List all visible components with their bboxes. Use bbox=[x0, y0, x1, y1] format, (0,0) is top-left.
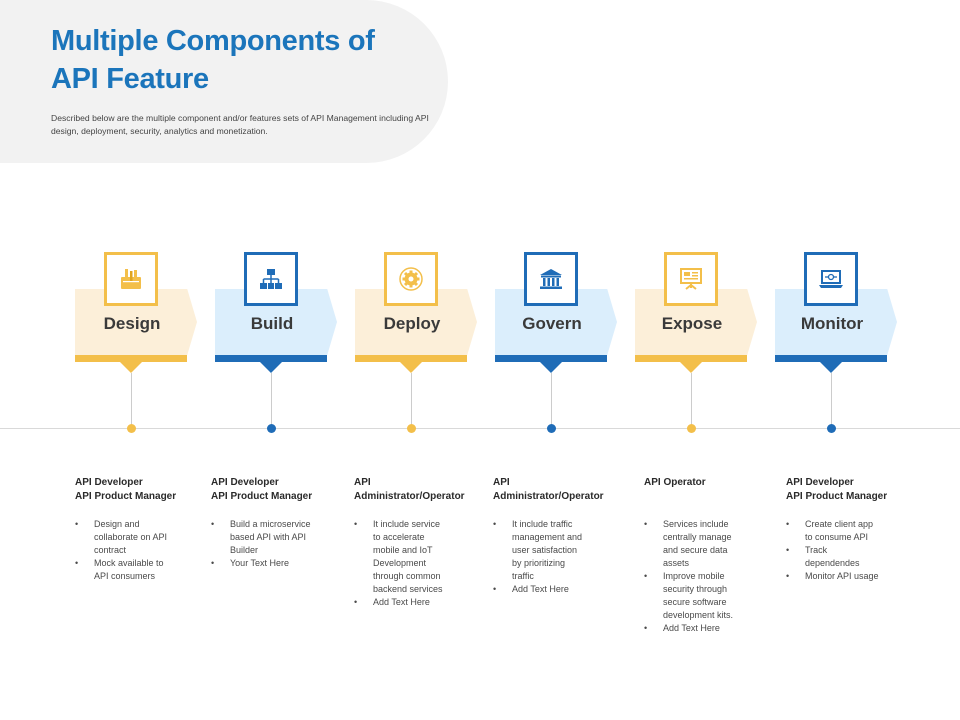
stage-label: Monitor bbox=[800, 314, 864, 333]
laptop-monitor-icon bbox=[804, 252, 858, 306]
bullet-item: Monitor API usage bbox=[786, 570, 916, 583]
stage-connector bbox=[131, 373, 132, 428]
header-background bbox=[0, 0, 448, 163]
design-tools-icon bbox=[104, 252, 158, 306]
role-text: API Developer API Product Manager bbox=[786, 477, 888, 502]
page-title: Multiple Components of API Feature bbox=[51, 25, 375, 95]
stage-label: Deploy bbox=[383, 314, 441, 333]
stage-expose: Expose bbox=[634, 252, 774, 442]
stage-notch bbox=[820, 362, 842, 373]
gear-icon bbox=[384, 252, 438, 306]
stage-bar bbox=[495, 355, 607, 362]
stage-bar bbox=[635, 355, 747, 362]
stage-connector bbox=[411, 373, 412, 428]
bullet-item: Design and collaborate on API contract bbox=[75, 518, 205, 557]
role-text: API Operator bbox=[644, 477, 706, 488]
hierarchy-icon bbox=[244, 252, 298, 306]
stage-label: Build bbox=[250, 314, 294, 333]
timeline-dot bbox=[687, 424, 696, 433]
timeline-dot bbox=[127, 424, 136, 433]
stage-label: Govern bbox=[522, 314, 582, 333]
role-text: API Administrator/Operator bbox=[354, 477, 465, 502]
page-subtitle: Described below are the multiple compone… bbox=[51, 113, 429, 136]
stage-notch bbox=[120, 362, 142, 373]
stage-detail-govern: API Administrator/Operator It include tr… bbox=[493, 476, 623, 596]
stage-build: Build bbox=[214, 252, 354, 442]
timeline-dot bbox=[827, 424, 836, 433]
stage-connector bbox=[691, 373, 692, 428]
role-text: API Administrator/Operator bbox=[493, 477, 604, 502]
bullet-item: It include service to accelerate mobile … bbox=[354, 518, 484, 596]
stage-notch bbox=[540, 362, 562, 373]
timeline-dot bbox=[267, 424, 276, 433]
bullet-item: Track dependendes bbox=[786, 544, 916, 570]
timeline-dot bbox=[547, 424, 556, 433]
bullet-item: Add Text Here bbox=[644, 622, 774, 635]
stage-notch bbox=[680, 362, 702, 373]
stage-bar bbox=[215, 355, 327, 362]
bullet-item: Improve mobile security through secure s… bbox=[644, 570, 774, 622]
bullet-list: Build a microservice based API with API … bbox=[211, 518, 341, 570]
stage-detail-monitor: API Developer API Product Manager Create… bbox=[786, 476, 916, 583]
bullet-item: Your Text Here bbox=[211, 557, 341, 570]
presentation-board-icon bbox=[664, 252, 718, 306]
bullet-list: It include service to accelerate mobile … bbox=[354, 518, 484, 609]
timeline-line bbox=[0, 428, 960, 429]
stage-notch bbox=[400, 362, 422, 373]
stage-deploy: Deploy bbox=[354, 252, 494, 442]
stage-govern: Govern bbox=[494, 252, 634, 442]
bullet-list: It include traffic management and user s… bbox=[493, 518, 623, 596]
stage-design: Design bbox=[74, 252, 214, 442]
bullet-list: Design and collaborate on API contract M… bbox=[75, 518, 205, 583]
stage-connector bbox=[831, 373, 832, 428]
bank-icon bbox=[524, 252, 578, 306]
stage-detail-build: API Developer API Product Manager Build … bbox=[211, 476, 341, 570]
stage-bar bbox=[775, 355, 887, 362]
role-text: API Developer API Product Manager bbox=[211, 477, 313, 502]
bullet-item: Add Text Here bbox=[354, 596, 484, 609]
timeline-dot bbox=[407, 424, 416, 433]
stage-connector bbox=[551, 373, 552, 428]
bullet-item: Add Text Here bbox=[493, 583, 623, 596]
bullet-list: Create client app to consume API Track d… bbox=[786, 518, 916, 583]
stage-bar bbox=[355, 355, 467, 362]
stage-detail-expose: API Operator Services include centrally … bbox=[644, 476, 774, 635]
bullet-item: Build a microservice based API with API … bbox=[211, 518, 341, 557]
bullet-item: It include traffic management and user s… bbox=[493, 518, 623, 583]
role-text: API Developer API Product Manager bbox=[75, 477, 177, 502]
stage-monitor: Monitor bbox=[774, 252, 914, 442]
bullet-item: Mock available to API consumers bbox=[75, 557, 205, 583]
stage-bar bbox=[75, 355, 187, 362]
bullet-list: Services include centrally manage and se… bbox=[644, 518, 774, 635]
stage-notch bbox=[260, 362, 282, 373]
bullet-item: Create client app to consume API bbox=[786, 518, 916, 544]
stage-label: Expose bbox=[661, 314, 723, 333]
stage-detail-design: API Developer API Product Manager Design… bbox=[75, 476, 205, 583]
stage-connector bbox=[271, 373, 272, 428]
bullet-item: Services include centrally manage and se… bbox=[644, 518, 774, 570]
stage-detail-deploy: API Administrator/Operator It include se… bbox=[354, 476, 484, 609]
stage-label: Design bbox=[103, 314, 161, 333]
